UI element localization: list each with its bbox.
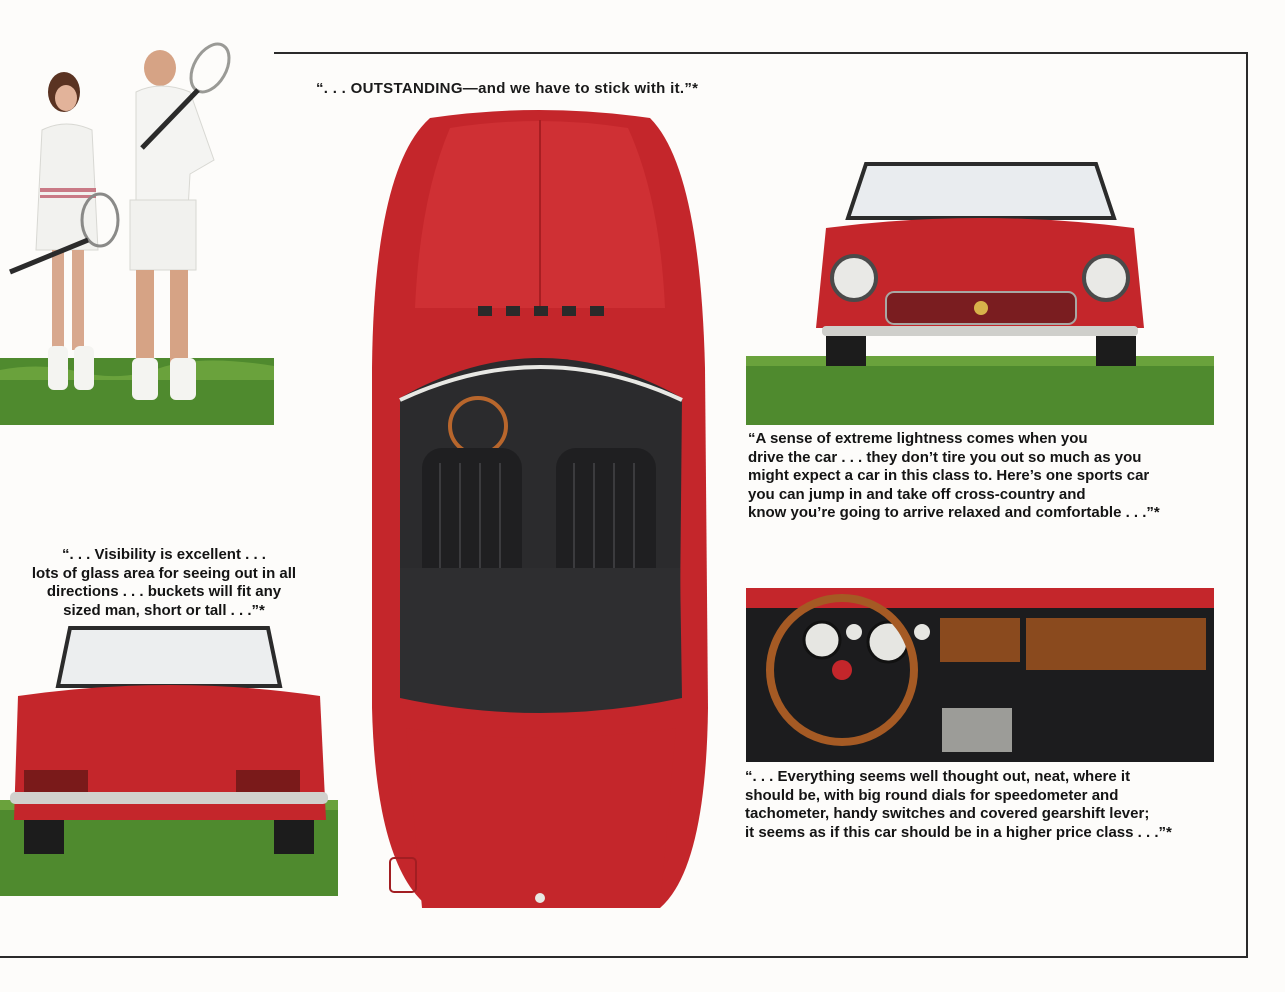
quote-line: tachometer, handy switches and covered g… [745,805,1150,822]
quote-line: drive the car . . . they don’t tire you … [748,448,1142,466]
tennis-couple-photo [0,40,274,425]
quote-line: should be, with big round dials for spee… [745,786,1119,804]
quote-line: “. . . Visibility is excellent . . . [62,546,266,563]
quote-line: directions . . . buckets will fit any [46,583,282,600]
car-top-view-photo [360,108,715,916]
car-front-view-photo [746,158,1214,425]
quote-line: sized man, short or tall . . .”* [63,601,265,619]
quote-visibility: “. . . Visibility is excellent . . . lot… [8,546,320,620]
quote-line: it seems as if this car should be in a h… [745,823,1172,841]
quote-line: might expect a car in this class to. Her… [748,467,1150,484]
quote-line: lots of glass area for seeing out in all [31,564,297,582]
quote-lightness: “A sense of extreme lightness comes when… [748,430,1228,523]
quote-line: know you’re going to arrive relaxed and … [748,504,1160,521]
car-rear-view-photo [0,624,338,896]
quote-everything: “. . . Everything seems well thought out… [745,768,1235,842]
quote-line: “A sense of extreme lightness comes when… [748,430,1088,447]
dashboard-photo [746,588,1214,762]
headline-quote: “. . . OUTSTANDING—and we have to stick … [316,80,699,97]
quote-line: “. . . Everything seems well thought out… [745,768,1131,785]
quote-line: you can jump in and take off cross-count… [748,485,1086,503]
page-border [0,52,1248,958]
